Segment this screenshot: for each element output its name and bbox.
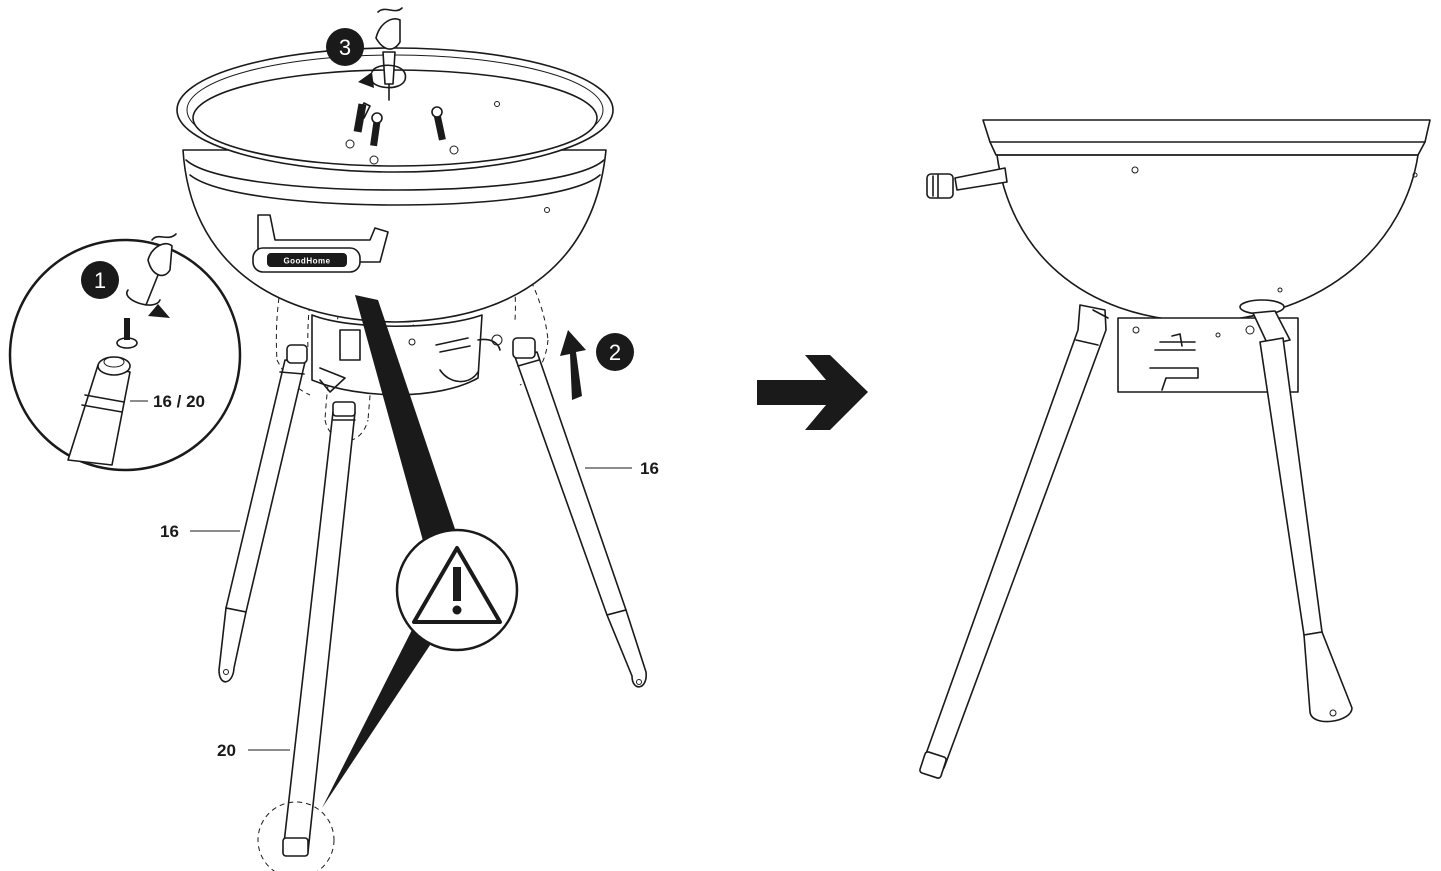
assembled-result-view: [919, 119, 1431, 779]
push-up-arrow-icon: [560, 330, 586, 400]
screwdriver-top: [375, 7, 403, 101]
result-leg-right: [1239, 299, 1353, 723]
step-2-number: 2: [609, 340, 621, 365]
rotate-arrow-icon: [358, 64, 407, 89]
step-1-number: 1: [94, 268, 106, 293]
rotate-arrow-detail-icon: [126, 289, 170, 318]
screws: [353, 102, 446, 147]
warning-triangle-icon: [412, 546, 502, 624]
detail-inset: 16 / 20: [8, 233, 242, 472]
assembly-step-view: GoodHome: [8, 7, 659, 871]
step-2-badge: 2: [596, 333, 634, 371]
step-3-badge: 3: [326, 28, 364, 66]
leg-front-label: 20: [217, 741, 236, 760]
next-step-arrow-icon: [757, 355, 868, 430]
leg-right-label: 16: [640, 459, 659, 478]
side-handle: [926, 167, 1008, 199]
leg-front: [257, 401, 356, 871]
leg-bracket: [311, 314, 503, 396]
grill-bowl: [176, 47, 614, 323]
step-1-badge: 1: [81, 261, 119, 299]
step-3-number: 3: [339, 35, 351, 60]
leg-left: [218, 344, 308, 683]
bowl-handle: GoodHome: [252, 214, 389, 273]
handle-brand-text: GoodHome: [283, 257, 330, 266]
detail-part-label: 16 / 20: [153, 392, 205, 411]
leg-left-label: 16: [160, 522, 179, 541]
result-leg-left: [919, 304, 1109, 779]
leg-right: [512, 337, 647, 688]
warning-callout: [322, 295, 519, 808]
